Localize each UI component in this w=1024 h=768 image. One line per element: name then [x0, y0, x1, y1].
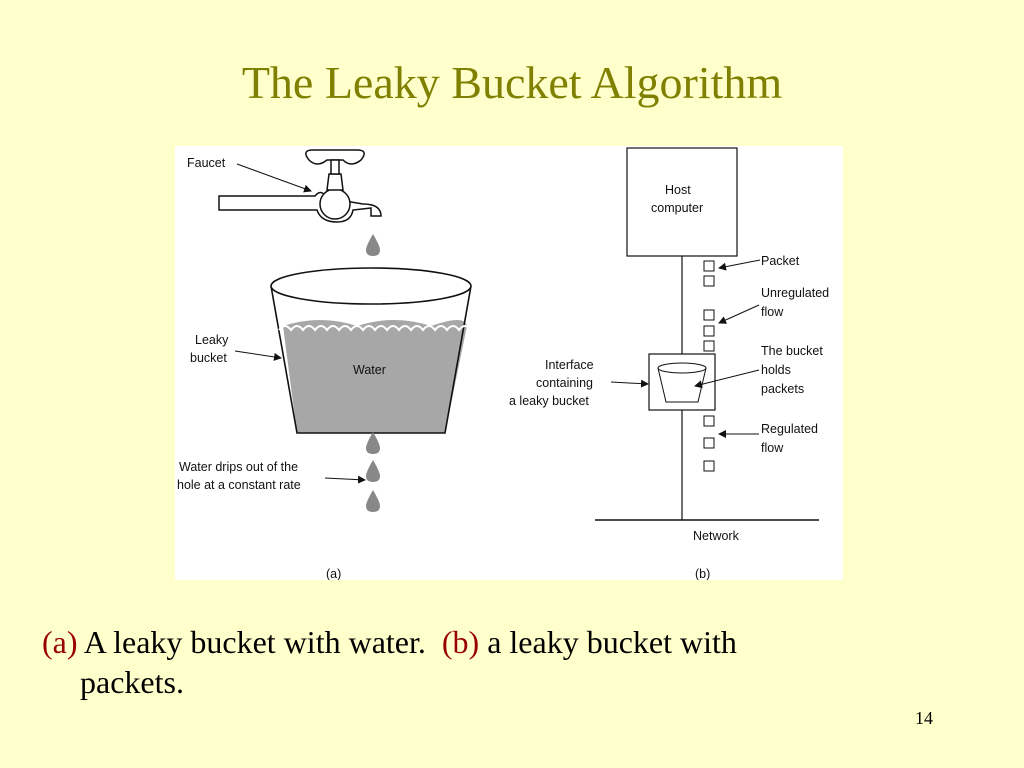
unregulated-label-line2: flow	[761, 305, 784, 319]
interface-label-line2: containing	[536, 376, 593, 390]
drips-label-line2: hole at a constant rate	[177, 478, 301, 492]
leaky-label-line1: Leaky	[195, 333, 229, 347]
part-a-label: (a)	[326, 567, 341, 580]
water-label: Water	[353, 363, 386, 377]
caption-b-text-line2: packets.	[80, 664, 184, 700]
network-label: Network	[693, 529, 740, 543]
holds-label-line2: holds	[761, 363, 791, 377]
faucet-label: Faucet	[187, 156, 226, 170]
caption-a-text: A leaky bucket with water.	[83, 624, 426, 660]
caption-b-tag: (b)	[441, 624, 480, 660]
water-drop-icon	[366, 490, 380, 512]
faucet-icon	[218, 149, 382, 223]
drips-label-line1: Water drips out of the	[179, 460, 298, 474]
caption-a-tag: (a)	[42, 624, 78, 660]
leaky-bucket-figure: Faucet Leaky bucket Water Water drips ou…	[175, 146, 843, 580]
interface-label-line1: Interface	[545, 358, 594, 372]
interface-label-line3: a leaky bucket	[509, 394, 589, 408]
packet-queue	[703, 260, 715, 472]
figure-svg: Faucet Leaky bucket Water Water drips ou…	[177, 147, 829, 580]
bucket-icon	[270, 267, 472, 434]
holds-label-line3: packets	[761, 382, 804, 396]
regulated-label-line2: flow	[761, 441, 784, 455]
regulated-label-line1: Regulated	[761, 422, 818, 436]
unregulated-label-line1: Unregulated	[761, 286, 829, 300]
part-b-label: (b)	[695, 567, 710, 580]
slide-caption: (a) A leaky bucket with water. (b) a lea…	[42, 622, 942, 702]
bucket-icon	[657, 362, 707, 403]
host-label-line2: computer	[651, 201, 703, 215]
leaky-label-line2: bucket	[190, 351, 227, 365]
water-drop-icon	[366, 432, 380, 454]
page-number: 14	[915, 708, 933, 728]
slide-title: The Leaky Bucket Algorithm	[241, 57, 783, 108]
host-computer-box	[626, 147, 738, 257]
holds-label-line1: The bucket	[761, 344, 823, 358]
caption-b-text: a leaky bucket with	[487, 624, 737, 660]
host-label-line1: Host	[665, 183, 691, 197]
water-drop-icon	[366, 234, 380, 256]
water-drop-icon	[366, 460, 380, 482]
interface-box	[648, 353, 716, 411]
packet-label: Packet	[761, 254, 800, 268]
